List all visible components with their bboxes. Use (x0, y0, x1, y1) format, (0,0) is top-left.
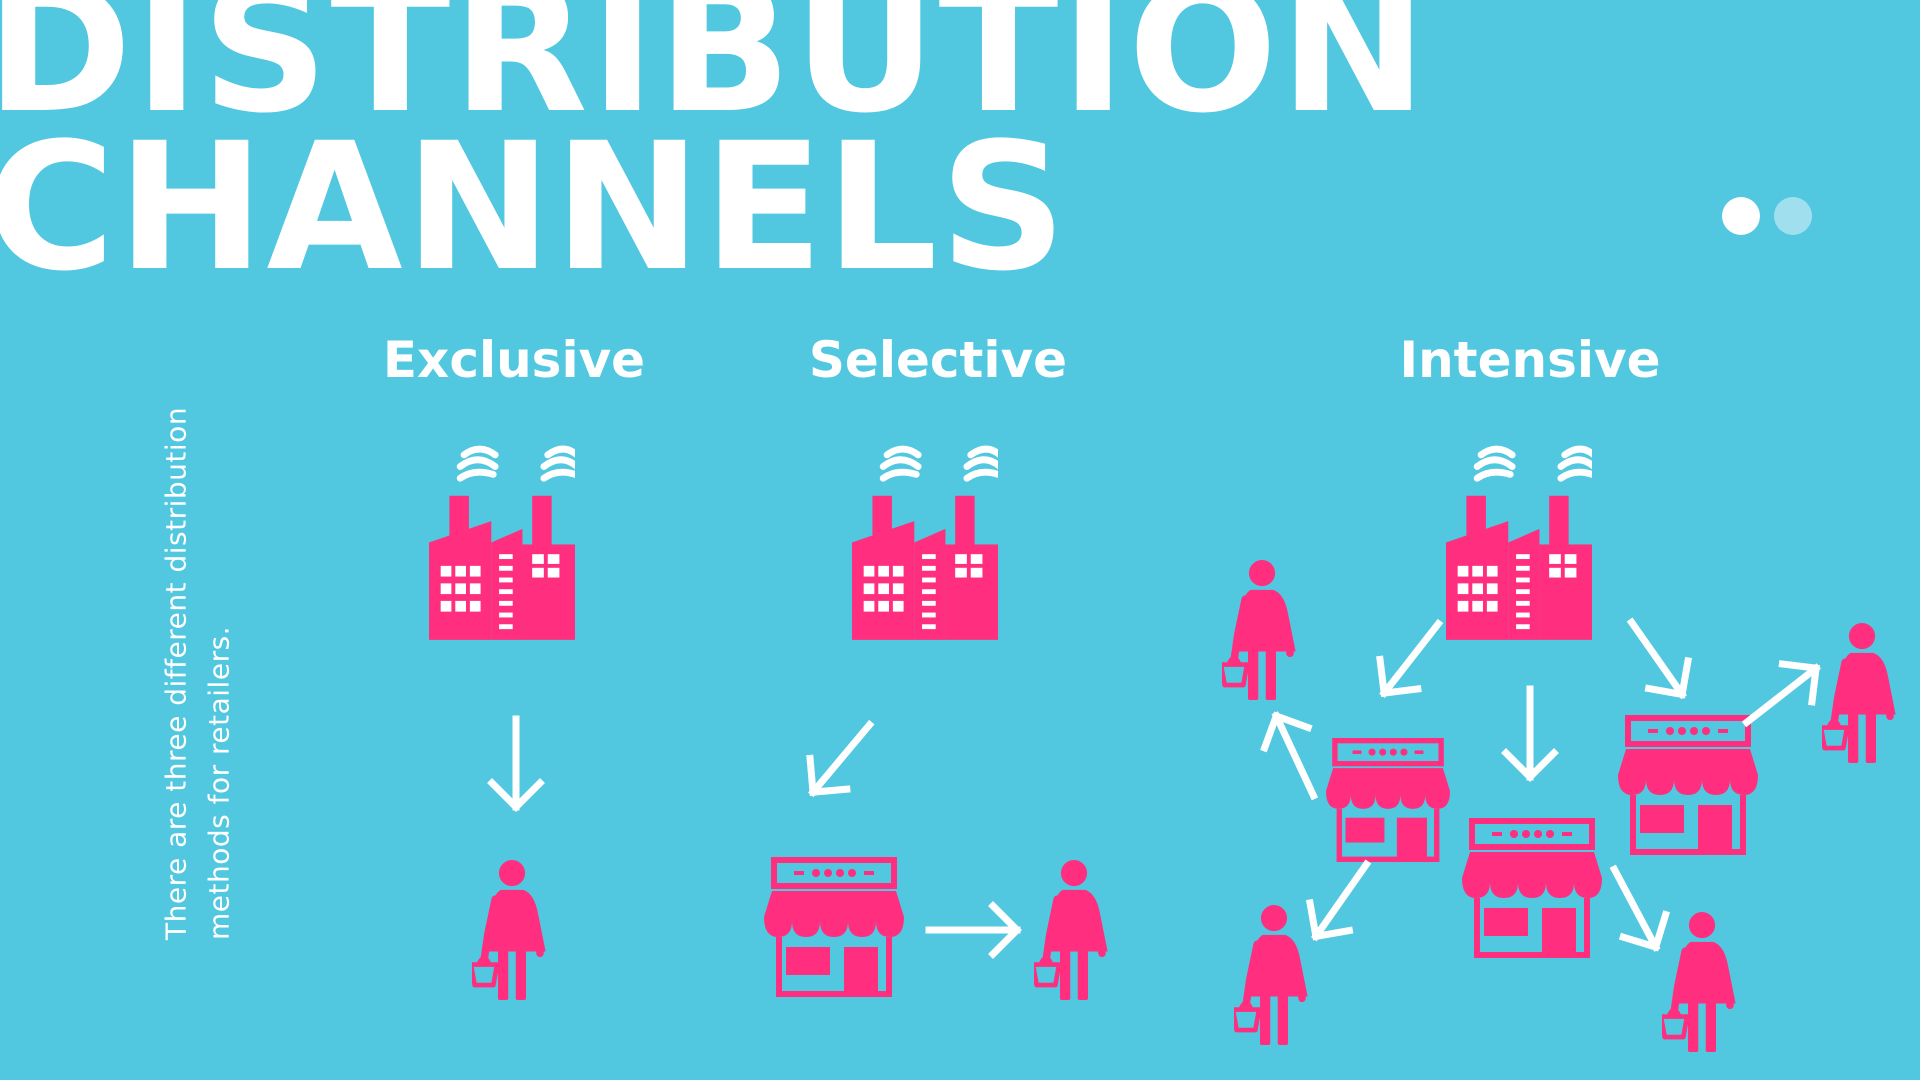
arrow-icon-exclusive-down (492, 719, 540, 807)
store-icon-selective (764, 860, 904, 994)
heading-intensive: Intensive (1399, 331, 1661, 389)
factory-icon-intensive (1446, 449, 1594, 640)
customer-icon-intensive-1 (1221, 560, 1296, 700)
heading-exclusive: Exclusive (382, 331, 646, 389)
customer-icon-intensive-2 (1821, 623, 1896, 763)
customer-icon-selective (1033, 860, 1108, 1000)
arrow-icon-selective-diagonal (795, 709, 888, 807)
store-icon-intensive-left (1326, 741, 1450, 860)
arrow-icon-selective-right (929, 906, 1017, 954)
arrow-icon-intensive-to-customer-1 (1254, 706, 1335, 806)
store-icon-intensive-right (1618, 718, 1758, 852)
heading-selective: Selective (808, 331, 1068, 389)
page-indicator-dot-active[interactable] (1722, 197, 1760, 235)
factory-icon-exclusive (429, 449, 577, 640)
store-icon-intensive-middle (1462, 821, 1602, 955)
title-line-2: CHANNELS (0, 105, 1069, 310)
page-indicator-dot-inactive[interactable] (1774, 197, 1812, 235)
arrow-icon-intensive-to-customer-4 (1593, 858, 1677, 958)
title-line-1: DISTRIBUTION (0, 0, 1429, 152)
customer-icon-exclusive (471, 860, 546, 1000)
customer-icon-intensive-3 (1233, 905, 1308, 1045)
arrow-icon-intensive-to-middle-store (1506, 689, 1554, 777)
arrow-icon-intensive-to-right-store (1612, 609, 1702, 709)
arrow-icon-intensive-to-customer-3 (1296, 851, 1386, 951)
customer-icon-intensive-4 (1661, 912, 1736, 1052)
factory-icon-selective (852, 449, 1000, 640)
arrow-icon-intensive-to-left-store (1365, 609, 1457, 708)
